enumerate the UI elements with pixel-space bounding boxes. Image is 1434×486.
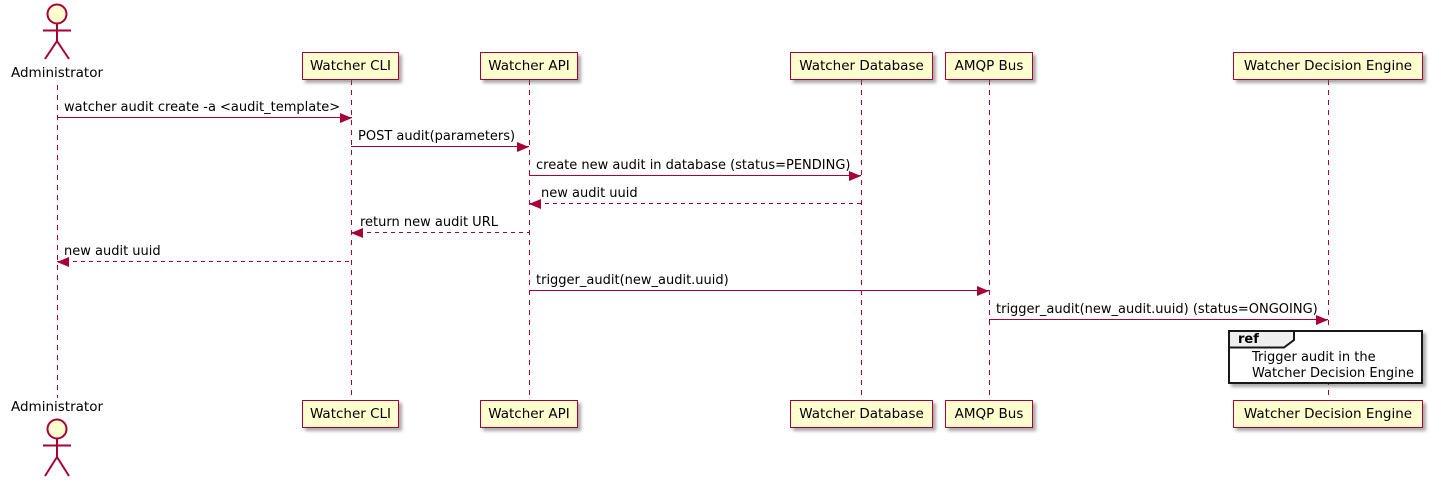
ref-fragment: ref Trigger audit in the Watcher Decisio… [1228,330,1423,384]
participant-top-watcher-api: Watcher API [480,52,578,80]
message-label: trigger_audit(new_audit.uuid) [536,273,729,288]
arrowhead-icon [351,227,363,238]
arrowhead-icon [849,170,861,181]
lifeline-watcher-api [529,80,530,400]
message-arrow [529,198,861,209]
participant-bottom-watcher-database: Watcher Database [790,400,933,428]
participant-bottom-amqp-bus: AMQP Bus [945,400,1033,428]
participant-top-watcher-database: Watcher Database [790,52,933,80]
administrator-actor-icon-bottom [43,418,71,477]
participant-bottom-watcher-api: Watcher API [480,400,578,428]
ref-text-line1: Trigger audit in the [1252,350,1376,365]
participant-bottom-watcher-decision-engine: Watcher Decision Engine [1233,400,1423,428]
message-arrow [57,256,351,267]
arrowhead-icon [977,285,989,296]
ref-header-pentagon-icon [1228,330,1295,349]
participant-bottom-watcher-cli: Watcher CLI [302,400,399,428]
arrowhead-icon [340,112,352,123]
participant-top-watcher-decision-engine: Watcher Decision Engine [1233,52,1423,80]
message-label: watcher audit create -a <audit_template> [64,100,341,115]
message-label: new audit uuid [541,186,638,201]
actor-label-top: Administrator [10,65,104,81]
message-label: create new audit in database (status=PEN… [536,158,851,173]
lifeline-administrator [57,85,58,398]
message-label: return new audit URL [360,215,498,230]
participant-top-amqp-bus: AMQP Bus [945,52,1033,80]
participant-top-watcher-cli: Watcher CLI [302,52,399,80]
message-arrow [989,314,1328,325]
message-arrow [57,112,352,123]
message-arrow [351,141,529,152]
message-arrow [351,227,529,238]
lifeline-amqp-bus [989,80,990,400]
lifeline-watcher-decision-engine [1328,80,1329,400]
arrowhead-icon [57,256,69,267]
ref-text-line2: Watcher Decision Engine [1252,365,1414,381]
ref-keyword: ref [1238,332,1259,347]
message-label: POST audit(parameters) [358,129,516,144]
arrowhead-icon [529,198,541,209]
message-arrow [529,285,989,296]
actor-label-bottom: Administrator [10,399,104,415]
message-arrow [529,170,861,181]
message-label: trigger_audit(new_audit.uuid) (status=ON… [996,302,1318,317]
arrowhead-icon [517,141,529,152]
lifeline-watcher-cli [351,80,352,400]
message-label: new audit uuid [64,244,161,259]
administrator-actor-icon [43,3,71,60]
arrowhead-icon [1316,314,1328,325]
ref-text: Trigger audit in the Watcher Decision En… [1252,350,1414,381]
lifeline-watcher-database [861,80,862,400]
